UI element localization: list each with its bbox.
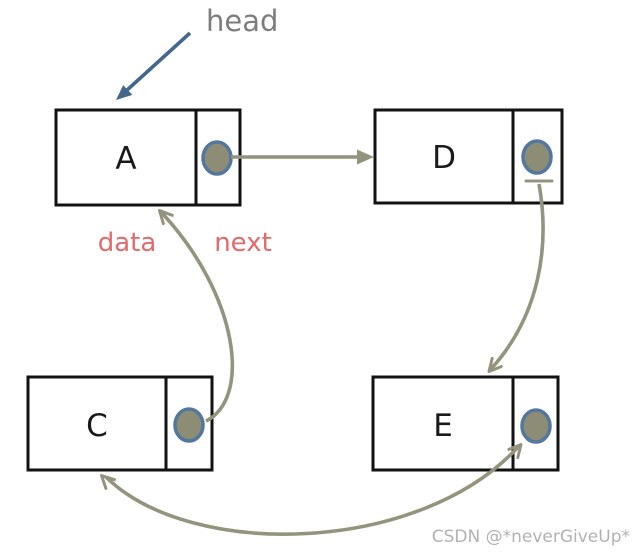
head-arrow-line bbox=[124, 31, 192, 93]
c-next-arrow-tip-icon bbox=[158, 209, 174, 226]
next-field-label: next bbox=[214, 228, 272, 258]
head-label: head bbox=[206, 4, 278, 38]
c-next-arrow bbox=[158, 209, 234, 423]
c-next-arrow-curve bbox=[160, 211, 234, 423]
node-d-value: D bbox=[432, 140, 456, 176]
e-c-arrow-right-tip-icon bbox=[507, 443, 523, 460]
node-a-value: A bbox=[115, 141, 136, 177]
node-a: A bbox=[54, 108, 242, 207]
e-c-arrow-left-tip-icon bbox=[100, 474, 116, 490]
node-d: D bbox=[373, 108, 564, 205]
e-c-arrow bbox=[100, 443, 523, 536]
d-next-arrow bbox=[487, 179, 554, 373]
a-next-arrow-tip-icon bbox=[357, 149, 374, 165]
node-c: C bbox=[26, 375, 214, 472]
node-a-pointer-dot-icon bbox=[201, 140, 233, 176]
node-c-value: C bbox=[86, 408, 108, 444]
data-field-label: data bbox=[98, 228, 157, 258]
head-arrow-tip-icon bbox=[116, 85, 133, 100]
node-d-pointer-dot-icon bbox=[521, 139, 553, 175]
node-e: E bbox=[371, 375, 560, 472]
node-e-pointer-dot-icon bbox=[520, 408, 552, 444]
head-arrow bbox=[116, 31, 192, 100]
e-c-arrow-curve bbox=[104, 444, 521, 536]
node-e-value: E bbox=[433, 408, 453, 444]
d-next-arrow-tip-icon bbox=[487, 356, 503, 373]
node-c-pointer-dot-icon bbox=[173, 407, 205, 443]
a-next-arrow bbox=[231, 149, 374, 165]
watermark-text: CSDN @*neverGiveUp* bbox=[432, 527, 630, 547]
d-next-arrow-curve bbox=[489, 183, 545, 371]
